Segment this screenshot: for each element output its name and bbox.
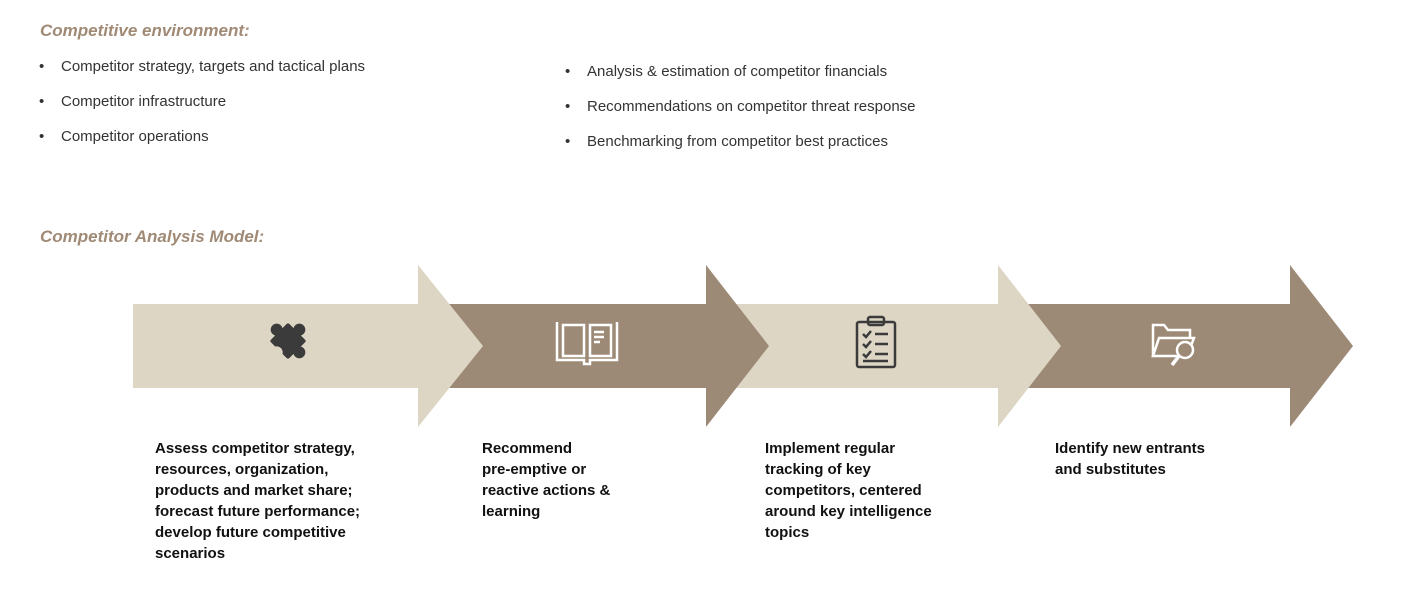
list-item: Competitor infrastructure: [39, 92, 365, 127]
list-item: Recommendations on competitor threat res…: [565, 97, 916, 132]
process-arrow-1: [133, 265, 483, 427]
process-arrow-2: [445, 265, 769, 427]
environment-list-right: Analysis & estimation of competitor fina…: [565, 62, 916, 167]
step-text-line: Identify new entrants: [1055, 440, 1206, 457]
competitive-environment-title: Competitive environment:: [40, 21, 250, 40]
step-1-description: Assess competitor strategy, resources, o…: [155, 438, 385, 564]
puzzle-piece-icon: [270, 323, 306, 359]
open-book-icon: [555, 322, 619, 366]
step-text-line: and substitutes: [1055, 461, 1166, 478]
list-item: Benchmarking from competitor best practi…: [565, 132, 916, 167]
step-4-description: Identify new entrants and substitutes: [1055, 438, 1255, 480]
step-text-line: Implement regular: [765, 440, 896, 457]
step-text-line: tracking of key: [765, 461, 871, 478]
step-text-line: products and market share;: [155, 482, 353, 499]
folder-search-icon: [1151, 323, 1196, 367]
step-text-line: topics: [765, 524, 810, 541]
step-text-line: Assess competitor strategy,: [155, 440, 355, 457]
list-item: Competitor operations: [39, 127, 365, 162]
step-text-line: pre-emptive or: [482, 461, 587, 478]
step-text-line: develop future competitive: [155, 524, 346, 541]
list-item: Analysis & estimation of competitor fina…: [565, 62, 916, 97]
step-text-line: scenarios: [155, 545, 226, 562]
clipboard-checklist-icon: [855, 315, 897, 369]
step-text-line: competitors, centered: [765, 482, 922, 499]
step-text-line: around key intelligence: [765, 503, 932, 520]
step-text-line: resources, organization,: [155, 461, 329, 478]
environment-list-left: Competitor strategy, targets and tactica…: [39, 57, 365, 162]
step-text-line: Recommend: [482, 440, 573, 457]
step-text-line: reactive actions &: [482, 482, 611, 499]
step-text-line: forecast future performance;: [155, 503, 361, 520]
list-item: Competitor strategy, targets and tactica…: [39, 57, 365, 92]
process-arrow-3: [735, 265, 1061, 427]
step-2-description: Recommend pre-emptive or reactive action…: [482, 438, 652, 522]
competitor-analysis-model-title: Competitor Analysis Model:: [40, 227, 265, 246]
step-text-line: learning: [482, 503, 541, 520]
step-3-description: Implement regular tracking of key compet…: [765, 438, 965, 543]
